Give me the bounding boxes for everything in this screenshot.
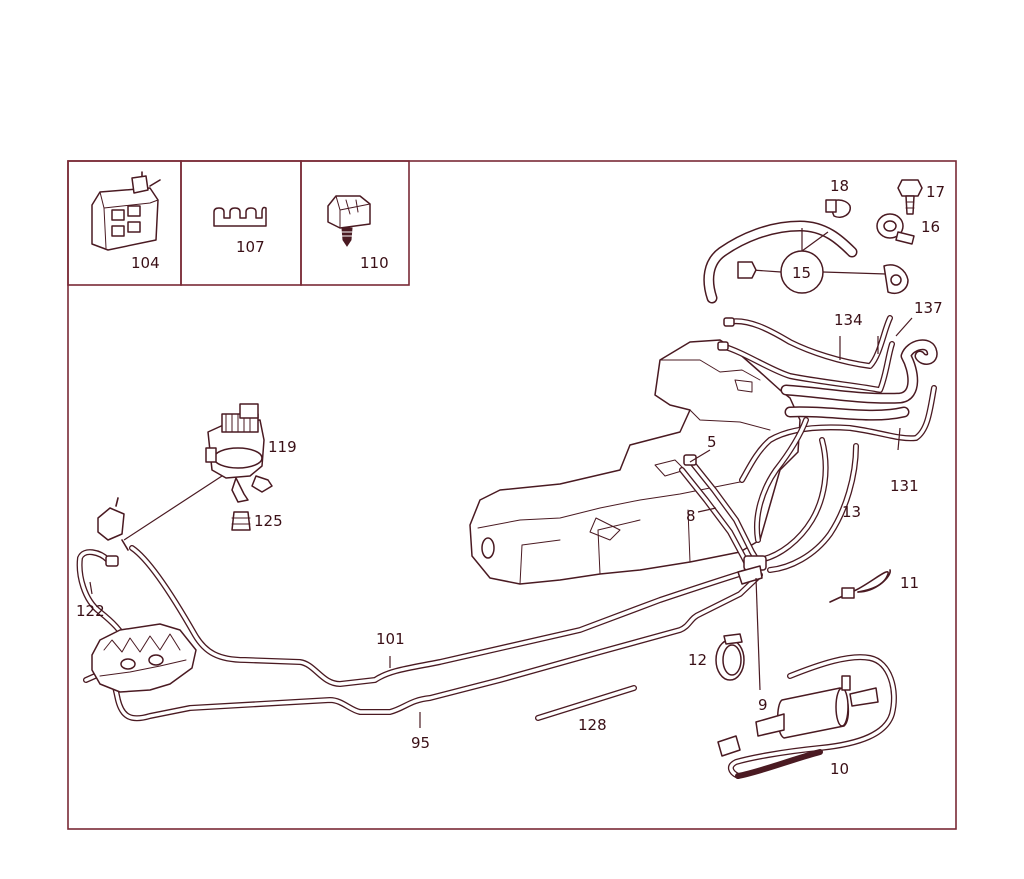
callout-15: 15: [792, 264, 811, 282]
intake-manifold: [91, 623, 197, 693]
callout-101: 101: [376, 630, 405, 648]
part-15-circle: [737, 228, 909, 294]
part-17-bolt: [897, 179, 923, 215]
part-16-grommet: [876, 213, 915, 245]
lines-5-8: [679, 454, 767, 585]
valve-small-122: [97, 497, 129, 551]
callout-122: 122: [76, 602, 105, 620]
callout-104: 104: [131, 254, 160, 272]
hose-15: [703, 220, 858, 304]
fuel-tank: [469, 339, 801, 585]
callout-18: 18: [830, 177, 849, 195]
callout-125: 125: [254, 512, 283, 530]
fuel-filter-10: [717, 654, 897, 779]
part-11-cable-tie: [829, 569, 891, 603]
callout-134: 134: [834, 311, 863, 329]
lines-13: [754, 417, 859, 573]
callout-131: 131: [890, 477, 919, 495]
fuel-line-95: [83, 572, 763, 722]
hose-137: [780, 339, 938, 421]
callout-12: 12: [688, 651, 707, 669]
callout-119: 119: [268, 438, 297, 456]
callout-110: 110: [360, 254, 389, 272]
diagram-frame: [67, 160, 957, 830]
part-104-relay-icon: [91, 171, 161, 251]
part-18-clamp: [825, 199, 851, 218]
callout-8: 8: [686, 507, 696, 525]
valve-119: [205, 403, 273, 503]
callout-13: 13: [842, 503, 861, 521]
inset-box-107: 107: [180, 160, 302, 286]
fuel-line-101: [129, 545, 749, 687]
callout-10: 10: [830, 760, 849, 778]
callout-5: 5: [707, 433, 717, 451]
part-128-rod: [535, 685, 637, 721]
callout-17: 17: [926, 183, 945, 201]
callout-11: 11: [900, 574, 919, 592]
inset-box-104: 104: [67, 160, 182, 286]
callout-95: 95: [411, 734, 430, 752]
callout-16: 16: [921, 218, 940, 236]
callout-128: 128: [578, 716, 607, 734]
line-131: [739, 385, 937, 483]
callout-137: 137: [914, 299, 943, 317]
leader-9: [755, 577, 761, 691]
part-12-hose-clamp: [715, 633, 745, 681]
leader-lines: [89, 317, 913, 728]
callout-107: 107: [236, 238, 265, 256]
leader-119-valve: [123, 475, 223, 541]
callout-9: 9: [758, 696, 768, 714]
part-107-clip-icon: [213, 206, 267, 227]
part-110-holder-icon: [327, 195, 371, 247]
lines-134: [717, 315, 895, 393]
callout-labels: 5 8 9 10 11 12 13 15 16 17 18 95 101 119…: [76, 177, 945, 778]
connector-125: [231, 511, 251, 531]
inset-box-110: 110: [300, 160, 410, 286]
